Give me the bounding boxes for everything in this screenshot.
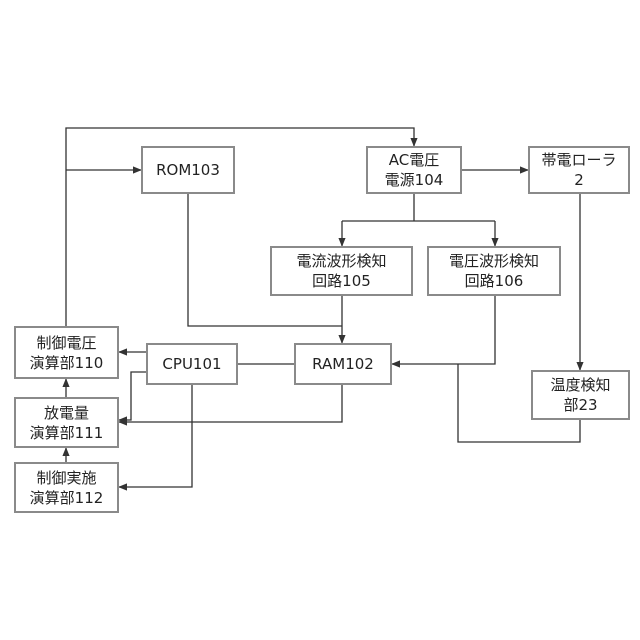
temperature-detect-box: 温度検知 部23 [531, 370, 630, 420]
cpu-box: CPU101 [146, 343, 238, 385]
exec-label-2: 演算部112 [30, 488, 104, 508]
discharge-calc-box: 放電量 演算部111 [14, 397, 119, 448]
voltage-waveform-box: 電圧波形検知 回路106 [427, 246, 561, 296]
vwave-label-2: 回路106 [465, 271, 524, 291]
connector-ram-to-disch [119, 385, 342, 422]
ac-label-1: AC電圧 [389, 150, 439, 170]
ac-label-2: 電源104 [385, 170, 444, 190]
ctrlv-label-2: 演算部110 [30, 353, 104, 373]
roller-label-2: 2 [574, 170, 584, 190]
disch-label-1: 放電量 [44, 403, 89, 423]
ram-label: RAM102 [312, 354, 374, 374]
icur-label-1: 電流波形検知 [296, 251, 386, 271]
rom-label: ROM103 [156, 160, 220, 180]
ac-power-box: AC電圧 電源104 [366, 146, 462, 194]
temp-label-1: 温度検知 [550, 375, 610, 395]
icur-label-2: 回路105 [312, 271, 371, 291]
roller-label-1: 帯電ローラ [541, 150, 616, 170]
control-voltage-box: 制御電圧 演算部110 [14, 326, 119, 379]
charge-roller-box: 帯電ローラ 2 [528, 146, 630, 194]
connector-vwave-to-ram [392, 296, 495, 364]
connector-cpu-to-exec [119, 385, 192, 487]
ram-box: RAM102 [294, 343, 392, 385]
temp-label-2: 部23 [563, 395, 597, 415]
exec-label-1: 制御実施 [36, 468, 96, 488]
ctrlv-label-1: 制御電圧 [36, 333, 96, 353]
cpu-label: CPU101 [162, 354, 221, 374]
disch-label-2: 演算部111 [30, 423, 104, 443]
vwave-label-1: 電圧波形検知 [449, 251, 539, 271]
rom-box: ROM103 [141, 146, 235, 194]
connector-cpu-to-disch [119, 372, 146, 420]
connector-ctrlv-to-ac [66, 128, 414, 326]
control-exec-box: 制御実施 演算部112 [14, 462, 119, 513]
current-waveform-box: 電流波形検知 回路105 [270, 246, 413, 296]
